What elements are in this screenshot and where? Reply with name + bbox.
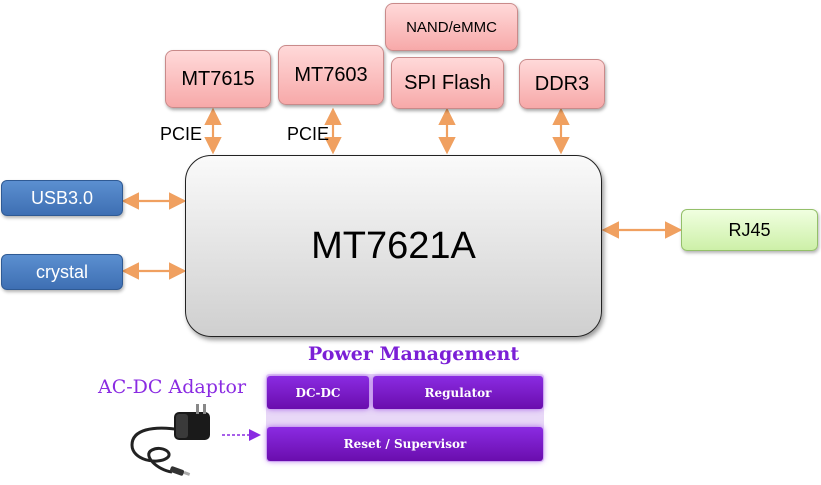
ac-dc-adaptor-icon: [130, 404, 210, 476]
bus-label-pcie-2: PCIE: [287, 124, 330, 144]
module-mt7615: MT7615: [165, 50, 271, 108]
module-spi-flash: SPI Flash: [391, 57, 504, 109]
module-mt7603: MT7603: [278, 45, 384, 105]
module-ddr3-label: DDR3: [534, 72, 590, 95]
module-nand-label: NAND/eMMC: [406, 18, 497, 36]
block-reset-supervisor: Reset / Supervisor: [267, 427, 543, 461]
module-nand-emmc: NAND/eMMC: [385, 3, 518, 51]
block-dc-dc: DC-DC: [267, 376, 369, 409]
module-mt7615-label: MT7615: [181, 67, 255, 90]
module-usb3: USB3.0: [1, 180, 123, 216]
module-mt7603-label: MT7603: [294, 63, 368, 86]
block-dc-dc-label: DC-DC: [295, 385, 341, 400]
bus-label-pcie-1: PCIE: [160, 124, 203, 144]
block-regulator-label: Regulator: [424, 385, 492, 400]
module-spi-label: SPI Flash: [404, 71, 491, 94]
module-rj45-label: RJ45: [728, 219, 771, 240]
module-usb3-label: USB3.0: [30, 187, 94, 208]
module-crystal-label: crystal: [35, 261, 88, 282]
block-reset-label: Reset / Supervisor: [343, 437, 467, 451]
soc-chip-label: MT7621A: [311, 224, 476, 267]
block-regulator: Regulator: [373, 376, 543, 409]
power-title: Power Management: [308, 343, 520, 365]
adaptor-label: AC-DC Adaptor: [98, 376, 247, 398]
soc-chip: MT7621A: [185, 155, 602, 337]
module-rj45: RJ45: [681, 209, 818, 251]
module-ddr3: DDR3: [519, 59, 605, 109]
module-crystal: crystal: [1, 254, 123, 290]
